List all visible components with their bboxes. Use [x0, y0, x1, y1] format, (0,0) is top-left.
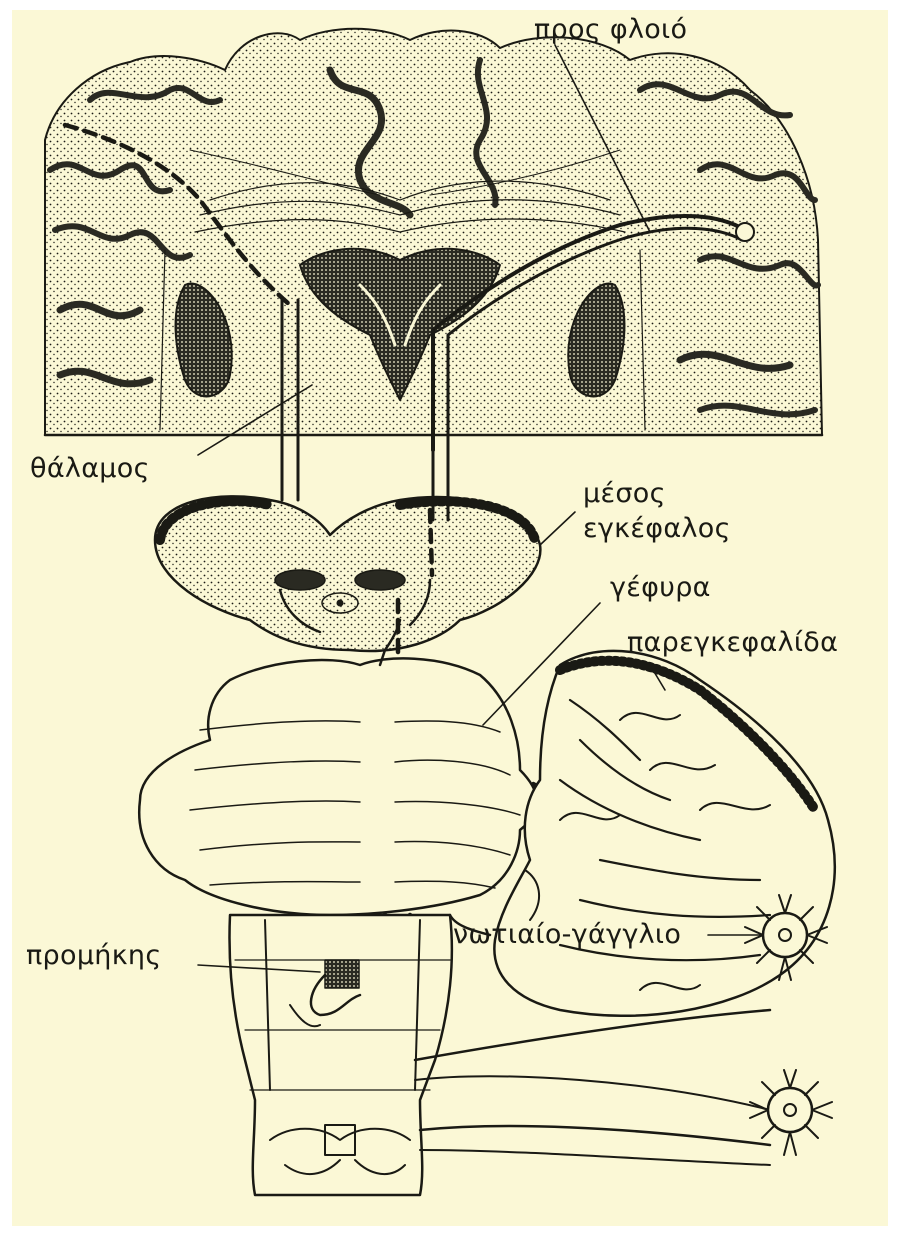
label-spinal-ganglion: νωτιαίο-γάγγλιο — [453, 921, 681, 948]
label-to-cortex: προς φλοιό — [534, 16, 687, 43]
label-cerebellum: παρεγκεφαλίδα — [627, 629, 838, 656]
label-pons: γέφυρα — [610, 574, 711, 601]
label-medulla: προμήκης — [26, 942, 161, 969]
label-midbrain-line1: μέσος — [583, 480, 666, 507]
label-thalamus: θάλαμος — [30, 455, 150, 482]
label-midbrain-line2: εγκέφαλος — [583, 515, 731, 542]
medulla — [230, 915, 452, 1195]
pons — [139, 620, 537, 915]
midbrain — [155, 496, 540, 651]
